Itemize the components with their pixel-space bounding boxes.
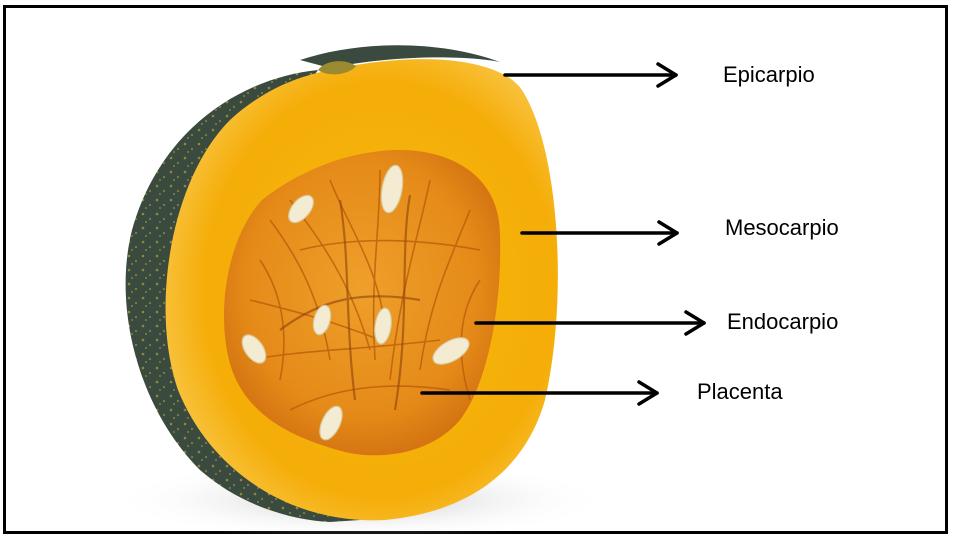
arrow-epicarpio bbox=[505, 64, 676, 86]
label-placenta: Placenta bbox=[697, 381, 783, 403]
label-endocarpio: Endocarpio bbox=[727, 311, 838, 333]
label-mesocarpio: Mesocarpio bbox=[725, 217, 839, 239]
label-epicarpio: Epicarpio bbox=[723, 64, 815, 86]
